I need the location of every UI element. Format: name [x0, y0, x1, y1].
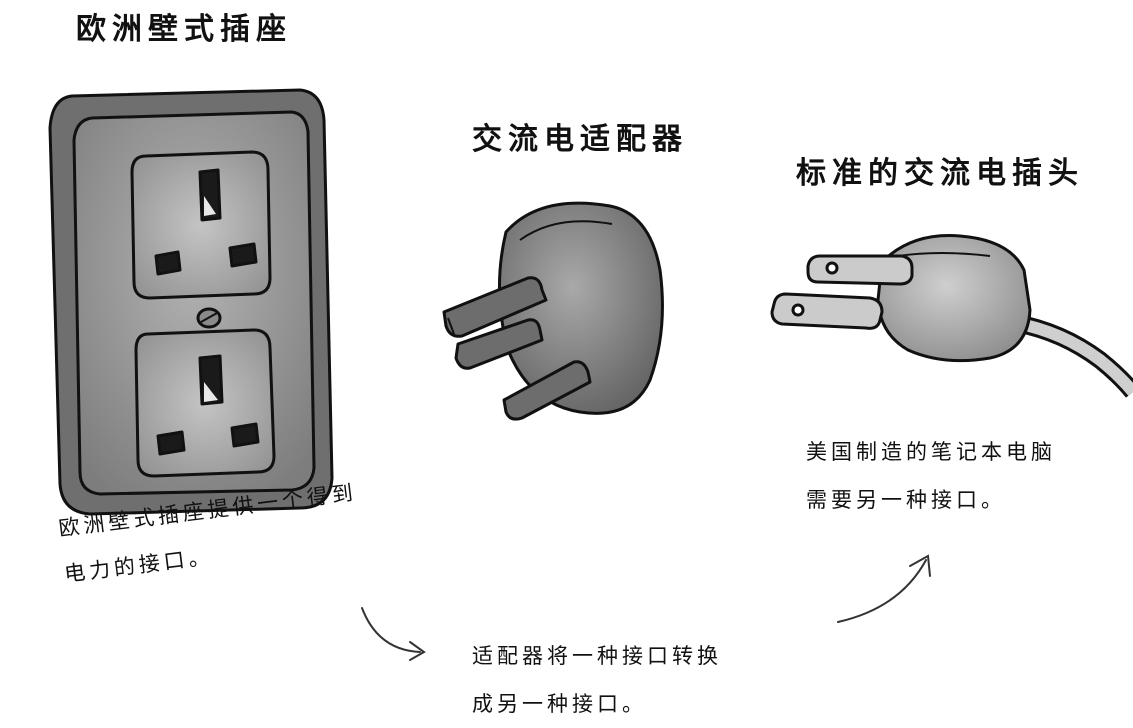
arrow-to-laptop-note [837, 554, 931, 623]
outlet-title: 欧洲壁式插座 [76, 12, 292, 47]
plug-title: 标准的交流电插头 [796, 156, 1084, 191]
adapter-note-line2: 成另一种接口。 [472, 692, 647, 716]
adapter-note-line1: 适配器将一种接口转换 [472, 644, 722, 668]
laptop-note-line1: 美国制造的笔记本电脑 [806, 440, 1056, 464]
illustration [48, 88, 1133, 661]
laptop-note-line2: 需要另一种接口。 [806, 488, 1006, 512]
wall-outlet [48, 88, 334, 516]
upper-socket [130, 150, 272, 300]
ac-plug [770, 234, 1133, 398]
laptop-note: 美国制造的笔记本电脑 需要另一种接口。 [806, 428, 1056, 524]
lower-socket [134, 328, 276, 478]
arrow-to-adapter-note [361, 607, 426, 661]
adapter-note: 适配器将一种接口转换 成另一种接口。 [472, 632, 722, 728]
adapter-title: 交流电适配器 [472, 122, 688, 157]
ac-adapter [442, 201, 664, 421]
